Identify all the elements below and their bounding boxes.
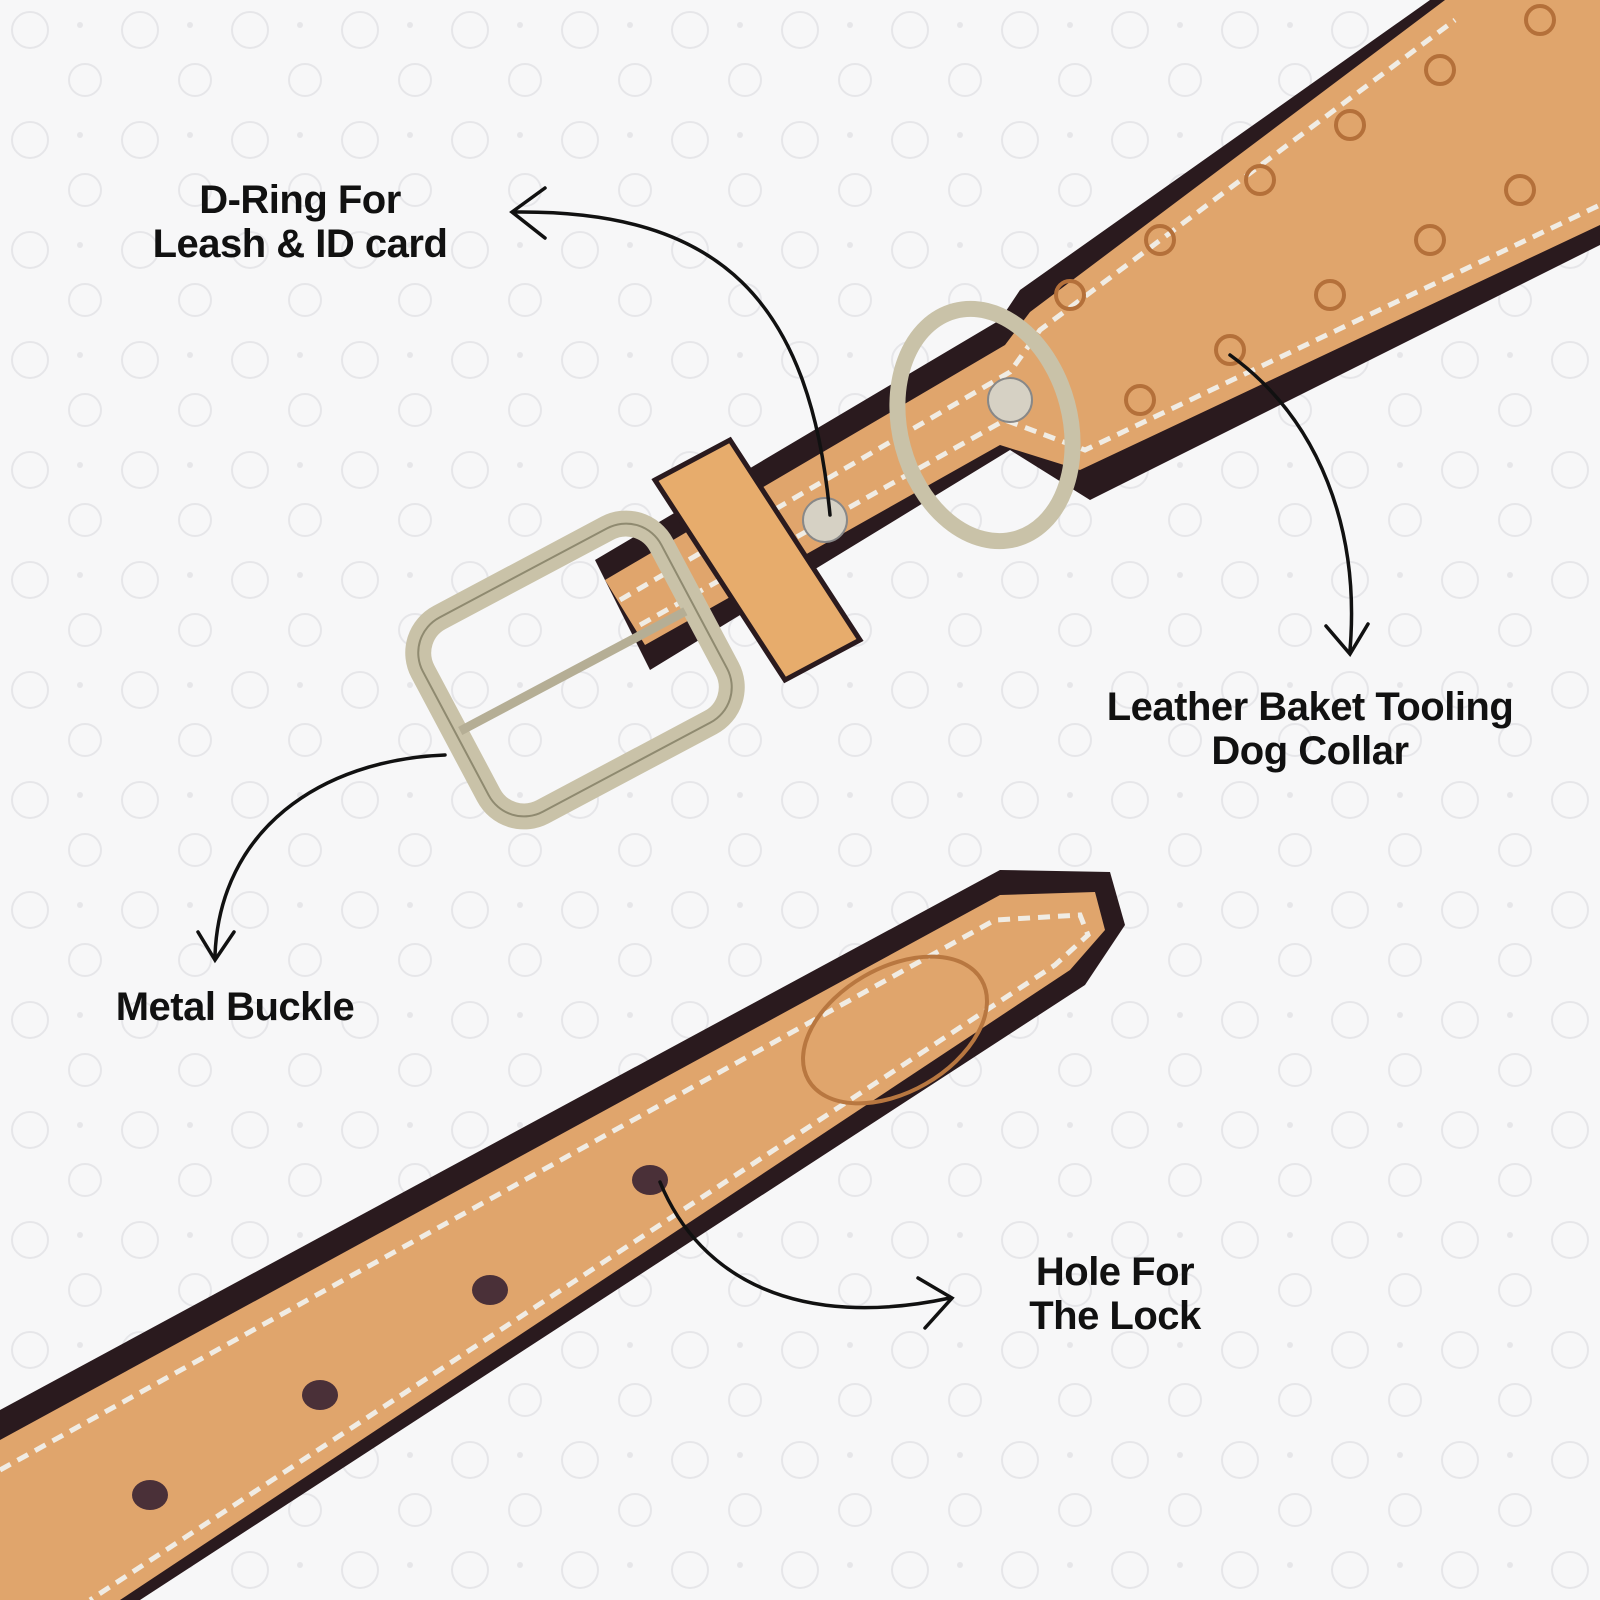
label-tooling: Leather Baket Tooling Dog Collar — [1065, 685, 1555, 773]
d-ring — [889, 300, 1081, 550]
label-line: Leash & ID card — [152, 222, 448, 266]
arrow-tooling — [1228, 353, 1354, 652]
arrowhead-icon — [196, 930, 236, 964]
collar-holes — [132, 1165, 668, 1510]
arrow-hole — [658, 1180, 952, 1310]
arrow-d-ring — [513, 210, 832, 517]
label-buckle: Metal Buckle — [85, 985, 385, 1029]
brand-logo-emboss — [801, 954, 989, 1106]
rivet — [802, 497, 848, 543]
label-d-ring: D-Ring For Leash & ID card — [130, 178, 470, 266]
collar-tip-strap — [0, 870, 1125, 1600]
collar-buckle-strap — [595, 0, 1600, 684]
tooling-pattern — [1054, 4, 1556, 416]
metal-buckle — [405, 510, 745, 830]
callout-arrows — [196, 186, 1370, 1330]
label-line: Metal Buckle — [115, 985, 355, 1029]
label-line: D-Ring For — [199, 178, 401, 222]
keeper-loop — [651, 436, 864, 684]
arrowhead-icon — [1324, 622, 1370, 657]
label-hole: Hole For The Lock — [1000, 1250, 1230, 1338]
arrowhead-icon — [509, 186, 547, 240]
rivet — [987, 377, 1033, 423]
label-line: Hole For — [1035, 1250, 1195, 1294]
label-line: Leather Baket Tooling — [1106, 685, 1514, 729]
label-line: Dog Collar — [1211, 729, 1409, 773]
arrow-buckle — [213, 753, 447, 957]
label-line: The Lock — [1029, 1294, 1201, 1338]
arrowhead-icon — [916, 1276, 955, 1330]
